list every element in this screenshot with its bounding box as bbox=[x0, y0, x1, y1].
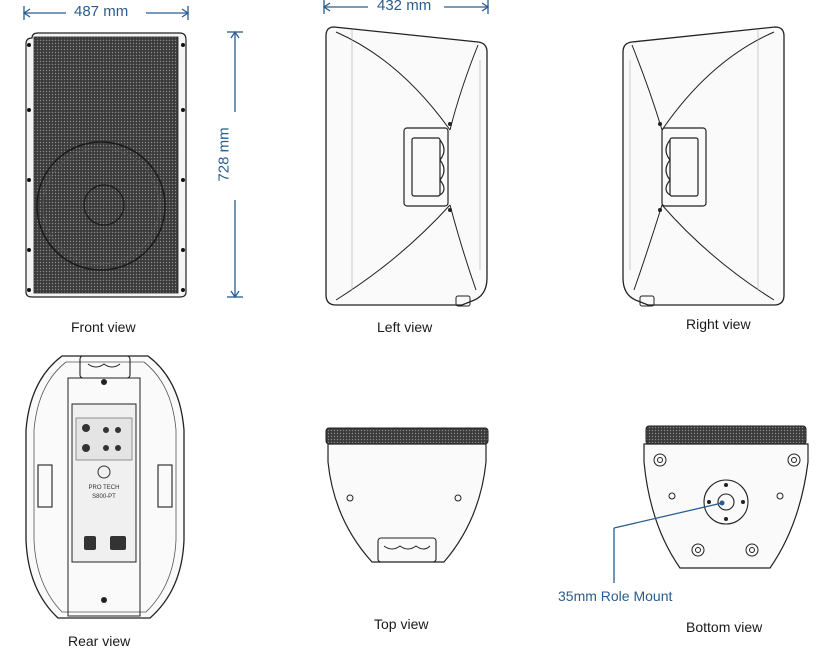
top-handle bbox=[377, 537, 437, 563]
pole-mount-leader bbox=[613, 502, 723, 583]
rear-brand-logo bbox=[97, 465, 111, 479]
right-handle bbox=[661, 127, 707, 207]
caption-bottom-view: Bottom view bbox=[686, 619, 763, 635]
front-view bbox=[22, 6, 243, 299]
front-width-dimension bbox=[22, 6, 190, 20]
right-view bbox=[622, 26, 785, 307]
front-height-dimension bbox=[227, 30, 243, 299]
front-height-label: 728 mm bbox=[215, 127, 233, 182]
top-view bbox=[325, 427, 489, 563]
top-grille-strip bbox=[325, 427, 489, 445]
pole-mount-label: 35mm Role Mount bbox=[558, 588, 673, 604]
front-grille bbox=[33, 36, 179, 294]
front-screws bbox=[27, 43, 185, 292]
rear-column bbox=[67, 377, 141, 617]
woofer-ring-inner bbox=[42, 147, 160, 265]
rear-view: PRO TECH S800-PT bbox=[25, 355, 185, 619]
rear-side-handle-right bbox=[157, 464, 173, 508]
woofer-ring bbox=[36, 141, 166, 271]
caption-right-view: Right view bbox=[686, 316, 751, 332]
rear-brand-text: PRO TECH bbox=[89, 485, 120, 491]
bottom-feet bbox=[653, 453, 801, 557]
right-cabinet-outline bbox=[622, 26, 785, 306]
woofer-dust-cap bbox=[83, 184, 125, 226]
rear-model-text: S800-PT bbox=[92, 494, 116, 500]
bottom-cabinet-outline bbox=[643, 443, 809, 569]
bottom-grille-strip bbox=[645, 425, 807, 445]
left-view bbox=[322, 0, 490, 307]
front-width-label: 487 mm bbox=[74, 3, 129, 20]
left-cabinet-outline bbox=[325, 26, 488, 306]
caption-left-view: Left view bbox=[377, 319, 433, 335]
side-depth-label: 432 mm bbox=[377, 0, 432, 14]
bottom-view bbox=[613, 425, 809, 583]
caption-front-view: Front view bbox=[71, 319, 136, 335]
pole-mount-socket bbox=[703, 479, 749, 525]
caption-top-view: Top view bbox=[374, 616, 429, 632]
left-handle bbox=[403, 127, 449, 207]
caption-rear-view: Rear view bbox=[68, 633, 131, 649]
top-cabinet-outline bbox=[327, 443, 487, 563]
rear-side-handle-left bbox=[37, 464, 53, 508]
side-depth-dimension bbox=[322, 0, 490, 14]
